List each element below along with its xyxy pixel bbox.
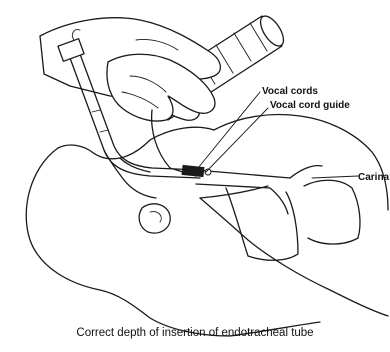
label-vocal-cord-guide: Vocal cord guide <box>270 100 350 111</box>
figure-caption: Correct depth of insertion of endotrache… <box>76 327 313 339</box>
infant-head <box>26 127 230 336</box>
label-vocal-cords: Vocal cords <box>262 86 318 97</box>
leader-vocal-cord-guide <box>206 108 268 172</box>
label-carina: Carina <box>358 172 390 183</box>
leader-carina <box>312 176 358 178</box>
lungs-and-trachea <box>196 166 360 261</box>
